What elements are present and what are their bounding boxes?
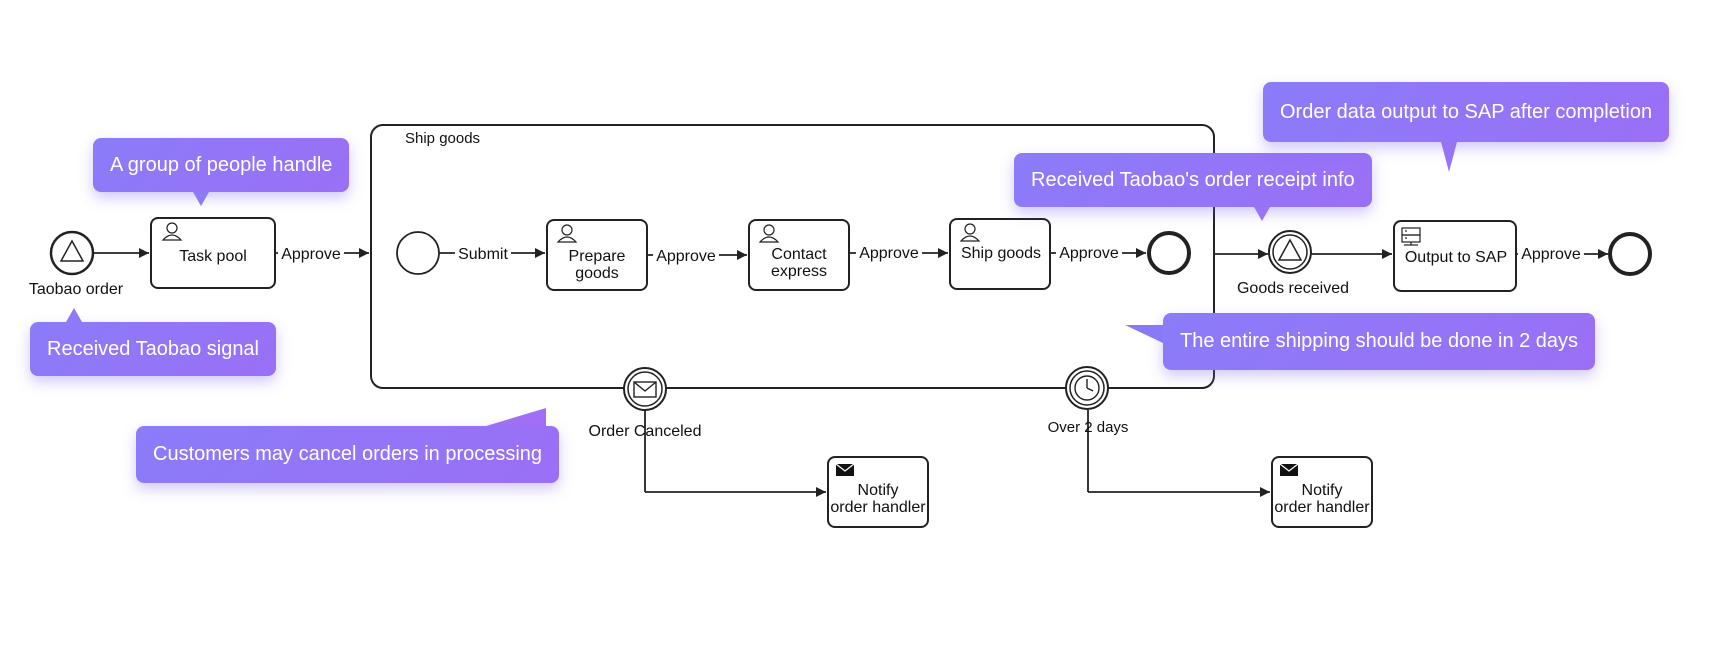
flow-label-approve: Approve [1059, 245, 1119, 262]
notify-line2: order handler [1274, 499, 1370, 516]
user-icon [161, 222, 183, 241]
task-output-to-sap[interactable]: Output to SAP [1393, 220, 1517, 292]
envelope-icon [633, 381, 657, 398]
server-icon [1401, 227, 1421, 246]
notify-line1: Notify [1302, 482, 1343, 499]
contact-line2: express [771, 263, 827, 280]
task-notify-order-handler-2[interactable]: Notify order handler [1271, 456, 1373, 528]
signal-icon [59, 239, 85, 262]
task-pool[interactable]: Task pool [150, 217, 276, 289]
envelope-filled-icon [835, 463, 855, 476]
start-event-label: Taobao order [29, 281, 124, 298]
callout-two-days: The entire shipping should be done in 2 … [1124, 313, 1596, 370]
boundary-event-order-canceled[interactable] [623, 367, 667, 411]
notify-line1: Notify [858, 482, 899, 499]
ship-goods-label: Ship goods [961, 245, 1041, 262]
flow-label-approve: Approve [656, 248, 716, 265]
callout-cancel-orders: Customers may cancel orders in processin… [136, 408, 560, 483]
callout-receipt-info: Received Taobao's order receipt info [1014, 153, 1372, 221]
order-canceled-label: Order Canceled [589, 423, 702, 440]
envelope-filled-icon [1279, 463, 1299, 476]
task-pool-label: Task pool [179, 248, 247, 265]
flow-label-approve: Approve [1521, 246, 1581, 263]
task-prepare-goods[interactable]: Prepare goods [546, 219, 648, 291]
callout-sap-output: Order data output to SAP after completio… [1263, 82, 1670, 172]
callout-group-handle: A group of people handle [93, 138, 350, 206]
inner-start-event[interactable] [396, 231, 440, 275]
prepare-line2: goods [575, 265, 619, 282]
over-2-days-label: Over 2 days [1048, 419, 1129, 436]
prepare-line1: Prepare [569, 248, 626, 265]
flow-label-approve: Approve [281, 246, 341, 263]
user-icon [959, 223, 981, 242]
task-ship-goods[interactable]: Ship goods [949, 218, 1051, 290]
end-event[interactable] [1608, 232, 1652, 276]
intermediate-event-goods-received[interactable] [1268, 230, 1312, 274]
flow-label-submit: Submit [458, 246, 508, 263]
task-notify-order-handler-1[interactable]: Notify order handler [827, 456, 929, 528]
callout-taobao-signal: Received Taobao signal [30, 308, 277, 376]
boundary-event-over-2-days[interactable] [1065, 366, 1109, 410]
subprocess-title: Ship goods [405, 130, 480, 147]
user-icon [556, 224, 578, 243]
notify-line2: order handler [830, 499, 926, 516]
task-contact-express[interactable]: Contact express [748, 219, 850, 291]
goods-received-label: Goods received [1237, 280, 1349, 297]
flow-label-approve: Approve [859, 245, 919, 262]
contact-line1: Contact [771, 246, 827, 263]
user-icon [758, 224, 780, 243]
clock-icon [1074, 375, 1100, 401]
start-event-taobao[interactable] [49, 230, 95, 276]
inner-end-event[interactable] [1147, 231, 1191, 275]
signal-icon [1277, 238, 1303, 261]
output-to-sap-label: Output to SAP [1405, 249, 1507, 266]
